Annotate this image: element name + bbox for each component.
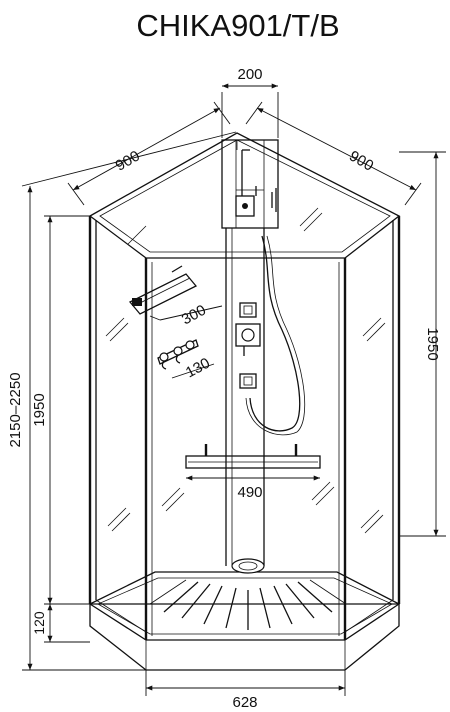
dim-left-height: 1950 (31, 393, 48, 426)
dim-base-width: 628 (232, 694, 257, 711)
dim-hooks: 130 (183, 355, 213, 382)
dim-tray-height: 120 (31, 611, 47, 635)
dim-top-panel: 200 (237, 66, 262, 83)
dim-seat: 490 (237, 484, 262, 501)
cabin-frame (88, 216, 401, 640)
diagram-title: CHIKA901/T/B (136, 8, 339, 43)
hook-rail: 130 (157, 339, 215, 382)
folding-seat: 490 (185, 444, 321, 501)
dim-left-side: 900 (113, 147, 143, 174)
dim-total-height: 2150–2250 (7, 372, 24, 447)
corner-shelf: 300 (128, 265, 223, 328)
dim-right-side: 900 (346, 147, 376, 174)
back-column (221, 139, 306, 566)
dimension-lines (21, 83, 446, 696)
shower-tray (88, 558, 401, 671)
dim-right-height: 1950 (424, 327, 441, 360)
glass-reflections (105, 207, 386, 534)
